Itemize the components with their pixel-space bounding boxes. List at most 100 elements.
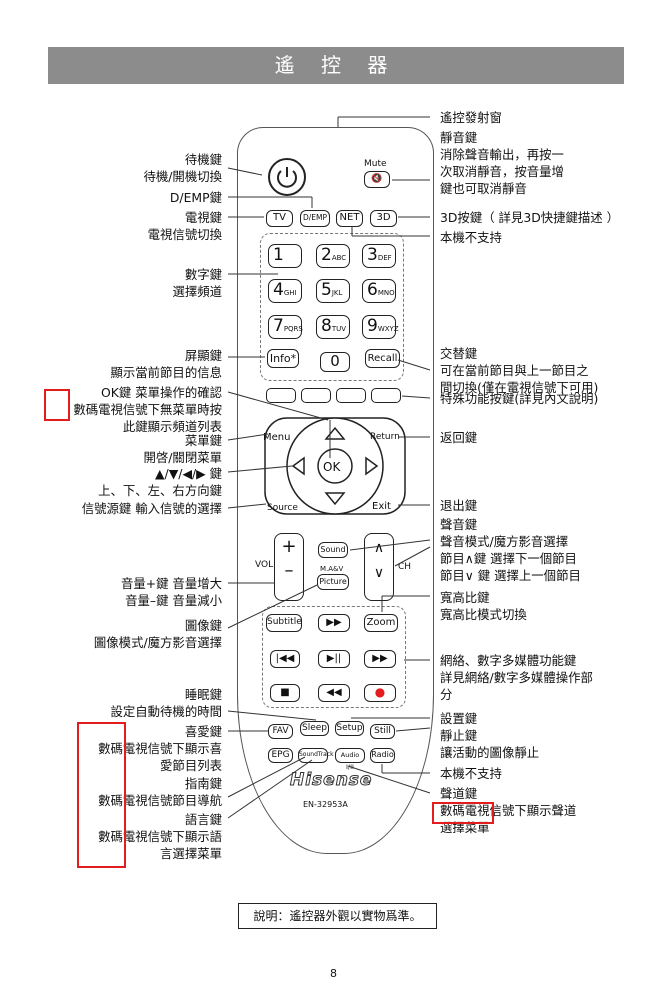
zoom-button: Zoom — [364, 614, 398, 632]
vol-label: VOL — [255, 560, 274, 570]
source-button: Source — [267, 503, 298, 513]
demp-button: D/EMP — [300, 210, 330, 227]
digit-6-button: 6MNO — [362, 279, 396, 303]
standby-label: 待機鍵 待機/開機切換 — [143, 152, 222, 184]
channel-rocker: ∧∨ — [364, 533, 394, 601]
soundtrack-button: SoundTrack — [298, 748, 334, 763]
volume-rocker: +– — [274, 533, 304, 601]
zero-button: 0 — [320, 352, 350, 372]
digit-9-button: 9WXYZ — [362, 315, 399, 339]
epg-label: 指南鍵 數碼電視信號節目導航 — [98, 776, 222, 808]
tv-label: 電視鍵 電視信號切換 — [147, 210, 222, 242]
subtitle-button: Subtitle — [266, 614, 302, 632]
mute-desc-label: 靜音鍵 消除聲音輸出，再按一 次取消靜音，按音量增 鍵也可取消靜音 — [440, 130, 564, 196]
mute-label: Mute — [364, 159, 387, 169]
page-number: 8 — [330, 967, 337, 980]
blue-button — [371, 388, 401, 403]
digit-label: 9 — [367, 316, 378, 336]
net-button: NET — [336, 210, 363, 227]
next-button: ▶▶ — [364, 650, 396, 668]
still-label: 靜止鍵 讓活動的圖像靜止 — [440, 728, 540, 760]
digit-3-button: 3DEF — [362, 244, 396, 268]
exit-label: 退出鍵 — [440, 498, 478, 513]
menu-label: 菜單鍵 開啓/關閉菜單 — [143, 433, 222, 465]
digit-letters: GHI — [283, 289, 297, 297]
volume-label: 音量+鍵 音量增大 音量–鍵 音量減小 — [120, 576, 222, 608]
yellow-button — [336, 388, 366, 403]
digit-letters: WXYZ — [377, 325, 399, 333]
recall-button: Recall — [365, 349, 400, 368]
net-label: 本機不支持 — [440, 230, 502, 245]
radio-label: 本機不支持 — [440, 766, 502, 781]
source-label: 信號源鍵 輸入信號的選擇 — [81, 501, 222, 516]
highlight-ok — [44, 389, 70, 421]
sound-label: 聲音鍵 聲音模式/魔方影音選擇 節目∧鍵 選擇下一個節目 節目∨ 鍵 選擇上一個… — [440, 517, 581, 583]
highlight-fav — [77, 722, 126, 868]
red-button — [266, 388, 296, 403]
digit-1-button: 1 — [268, 244, 302, 268]
zoom-label: 寬高比鍵 寬高比模式切換 — [440, 590, 527, 622]
green-button — [301, 388, 331, 403]
recall-label: 交替鍵 可在當前節目與上一節目之 間切換(僅在電視信號下可用) — [440, 346, 599, 395]
info-button: Info* — [267, 349, 299, 368]
arrows-label: ▲/▼/◀/▶ 鍵 上、下、左、右方向鍵 — [98, 466, 222, 498]
prev-button: |◀◀ — [270, 650, 300, 668]
digit-letters: MNO — [377, 289, 395, 297]
page-header: 遙 控 器 — [48, 47, 624, 84]
model-number: EN-32953A — [303, 800, 348, 809]
digit-letters: ABC — [331, 254, 347, 262]
record-button: ● — [364, 684, 396, 702]
radio-button: Radio — [370, 748, 395, 763]
return-button: Return — [370, 432, 400, 442]
digit-letters: TUV — [331, 325, 347, 333]
digit-label: 7 — [273, 316, 284, 336]
picture-label: 圖像鍵 圖像模式/魔方影音選擇 — [93, 618, 222, 650]
digit-5-button: 5JKL — [316, 279, 350, 303]
digit-4-button: 4GHI — [268, 279, 302, 303]
digit-letters: JKL — [331, 289, 343, 297]
digit-8-button: 8TUV — [316, 315, 350, 339]
info-desc-label: 屏顯鍵 顯示當前節目的信息 — [110, 348, 222, 380]
3d-button: 3D — [370, 210, 397, 227]
sleep-label: 睡眠鍵 設定自動待機的時間 — [110, 687, 222, 719]
media-area — [262, 606, 406, 708]
digit-label: 8 — [321, 316, 332, 336]
digit-2-button: 2ABC — [316, 244, 350, 268]
stop-button: ■ — [270, 684, 300, 702]
setup-button: Setup — [335, 721, 364, 736]
numpad-area — [260, 233, 404, 381]
tv-button: TV — [266, 210, 293, 227]
setup-label: 設置鍵 — [440, 711, 478, 726]
ok-button: OK — [323, 460, 341, 474]
info-label: Info — [269, 352, 291, 365]
menu-button: Menu — [263, 432, 291, 443]
mav-label: M.A&V — [320, 565, 344, 573]
3d-label: 3D按鍵（ 詳見3D快捷鍵描述 ） — [440, 210, 620, 225]
power-icon — [277, 167, 297, 188]
power-button — [268, 158, 306, 196]
ok-label: OK鍵 菜單操作的確認 數碼電視信號下無菜單時按 此鍵顯示頻道列表 — [73, 385, 222, 434]
digit-label: 數字鍵 選擇頻道 — [172, 267, 222, 299]
fav-label: 喜愛鍵 數碼電視信號下顯示喜 愛節目列表 — [98, 724, 222, 773]
fav-button: FAV — [268, 724, 293, 739]
forward-button: ▶▶ — [318, 614, 350, 632]
audio-label: 聲道鍵 數碼電視信號下顯示聲道 選擇菜單 — [440, 786, 577, 835]
digit-label: 2 — [321, 245, 332, 265]
special-label: 特殊功能按鍵(詳見內文說明) — [440, 391, 599, 406]
digit-label: 4 — [273, 280, 284, 300]
language-label: 語言鍵 數碼電視信號下顯示語 言選擇菜單 — [98, 812, 222, 861]
digit-letters: DEF — [377, 254, 392, 262]
picture-button: Picture — [317, 574, 349, 590]
digit-letters: PQRS — [283, 325, 303, 333]
digit-label: 6 — [367, 280, 378, 300]
demp-label: D/EMP鍵 — [169, 190, 222, 205]
digit-7-button: 7PQRS — [268, 315, 303, 339]
digit-label: 5 — [321, 280, 332, 300]
ch-label: CH — [398, 562, 412, 572]
epg-button: EPG — [268, 748, 293, 763]
sleep-button: Sleep — [300, 721, 329, 736]
digit-label: 3 — [367, 245, 378, 265]
still-button: Still — [370, 724, 395, 739]
exit-button: Exit — [372, 501, 391, 512]
